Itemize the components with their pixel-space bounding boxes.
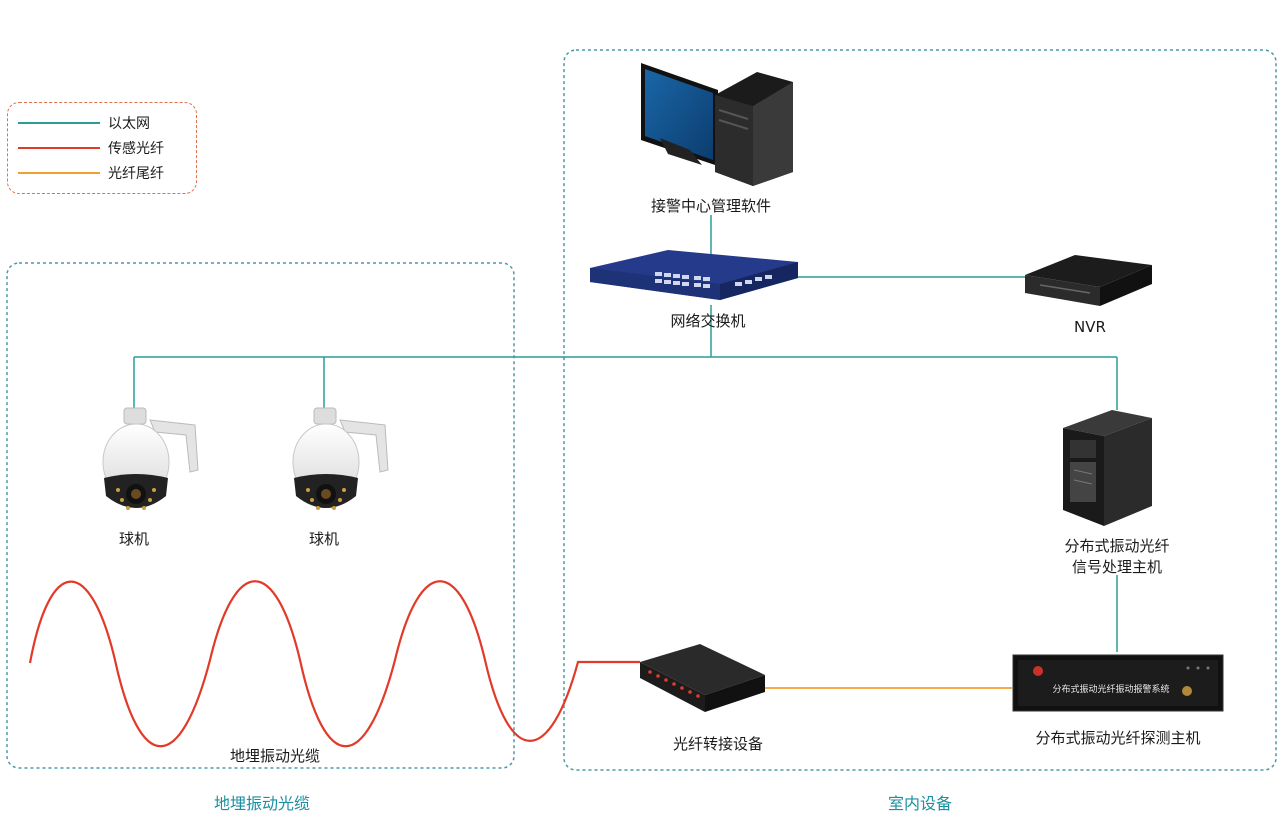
- cable-label: 地埋振动光缆: [229, 747, 321, 765]
- legend-item-sensing-fiber: 传感光纤: [18, 138, 164, 158]
- computer-icon: [641, 63, 793, 186]
- legend-item-ethernet: 以太网: [18, 113, 150, 133]
- ethernet-swatch: [18, 122, 100, 124]
- camera-2-label: 球机: [308, 530, 340, 548]
- sensing-fiber-cable: [28, 580, 640, 748]
- detector-panel-text: 分布式振动光纤振动报警系统: [1052, 685, 1170, 695]
- nvr-label: NVR: [1074, 318, 1106, 336]
- legend-label-sensing-fiber: 传感光纤: [108, 141, 164, 157]
- fiber-adapter-label: 光纤转接设备: [672, 735, 764, 753]
- legend-label-pigtail: 光纤尾纤: [108, 166, 164, 182]
- alarm-software-label: 接警中心管理软件: [650, 197, 772, 215]
- dome-camera-1-icon: [102, 407, 199, 510]
- processor-label-line1: 分布式振动光纤: [1064, 537, 1170, 555]
- sensing-fiber-swatch: [18, 147, 100, 149]
- nvr-icon: [1025, 255, 1152, 306]
- legend: 以太网 传感光纤 光纤尾纤: [7, 102, 197, 194]
- server-tower-icon: [1063, 410, 1152, 526]
- pigtail-swatch: [18, 172, 100, 174]
- detector-host-label: 分布式振动光纤探测主机: [1035, 729, 1201, 747]
- dome-camera-2-icon: [292, 407, 389, 510]
- switch-label: 网络交换机: [670, 312, 746, 330]
- detector-host-icon: [1012, 654, 1224, 712]
- zone-label-indoor: 室内设备: [887, 794, 953, 813]
- fiber-adapter-icon: [640, 644, 765, 712]
- camera-1-label: 球机: [118, 530, 150, 548]
- processor-label-line2: 信号处理主机: [1071, 558, 1163, 576]
- zone-box-indoor: [563, 49, 1277, 771]
- ethernet-links: [133, 215, 1118, 652]
- zone-box-buried-cable: [6, 262, 515, 769]
- network-switch-icon: [590, 250, 798, 300]
- zone-label-buried-cable: 地埋振动光缆: [213, 794, 311, 813]
- legend-item-pigtail: 光纤尾纤: [18, 163, 164, 183]
- legend-label-ethernet: 以太网: [108, 116, 150, 132]
